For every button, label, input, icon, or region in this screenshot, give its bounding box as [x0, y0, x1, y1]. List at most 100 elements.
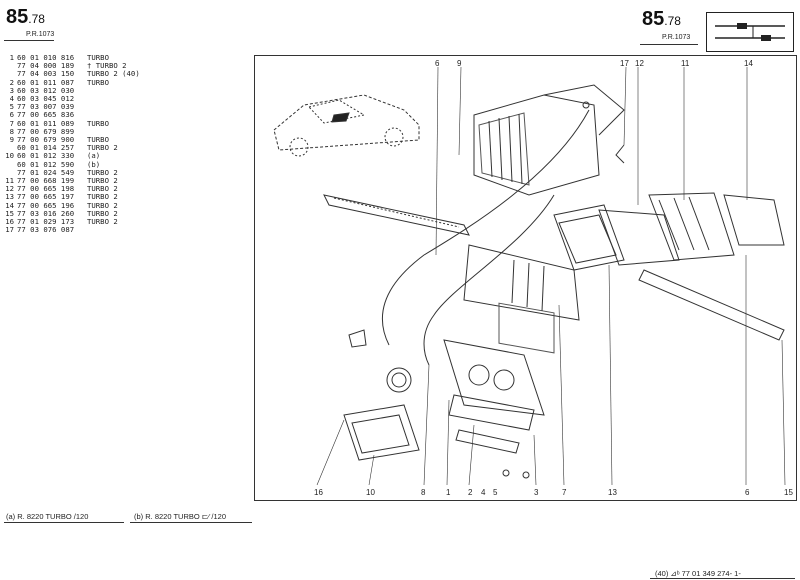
footnote-b-rule — [130, 522, 252, 523]
vent-grille-11 — [648, 192, 735, 261]
page-number-right: 85.78 — [642, 8, 681, 30]
part-note: TURBO 2 — [87, 184, 118, 194]
part-index: 6 — [9, 110, 14, 120]
footer-reference: (40) ⊿ᵇ 77 01 349 274- 1- — [655, 569, 741, 578]
box-10 — [343, 404, 420, 461]
callout-top-9: 9 — [457, 59, 462, 68]
vent-frame-12 — [598, 209, 680, 266]
part-index: 1 — [9, 53, 14, 62]
control-panel — [443, 339, 545, 454]
part-note: (b) — [87, 159, 101, 169]
screw-4 — [502, 469, 510, 477]
part-row: 60 01 014 257 TURBO 2 — [4, 144, 140, 152]
cable-8 — [423, 194, 555, 366]
part-code: 77 00 665 197 — [17, 192, 75, 202]
part-note: TURBO 2 (40) — [87, 69, 140, 79]
part-index: 15 — [5, 208, 14, 218]
part-code: 60 01 014 257 — [17, 143, 75, 153]
vent-rail-left — [323, 194, 470, 236]
part-note: TURBO 2 — [87, 208, 118, 218]
part-note: TURBO 2 — [87, 200, 118, 210]
part-code: 77 03 007 039 — [17, 102, 75, 112]
part-index: 17 — [5, 225, 14, 235]
part-code: 77 00 679 899 — [17, 126, 75, 136]
part-code: 60 03 012 030 — [17, 85, 75, 95]
callout-bottom-8: 8 — [421, 488, 426, 497]
part-code: 77 04 003 150 — [17, 69, 75, 79]
part-index: 16 — [5, 217, 14, 227]
part-row: 77 01 024 549 TURBO 2 — [4, 167, 140, 177]
part-code: 77 03 016 260 — [17, 208, 75, 218]
part-code: 77 01 029 173 — [17, 217, 75, 227]
part-index: 13 — [5, 192, 14, 202]
page-number-left: 85.78 — [6, 6, 45, 28]
part-index: 11 — [5, 176, 14, 186]
part-index: 5 — [9, 102, 14, 112]
callout-top-14: 14 — [744, 59, 753, 68]
vent-frame-14 — [723, 194, 785, 246]
cable-9 — [381, 109, 590, 346]
bracket-left — [348, 329, 367, 348]
part-index — [4, 161, 14, 169]
part-code: 77 01 024 549 — [17, 167, 75, 177]
footnote-a-rule — [4, 522, 124, 523]
part-index: 14 — [5, 200, 14, 210]
exploded-diagram — [273, 66, 786, 486]
part-index: 7 — [9, 118, 14, 128]
part-code: 60 01 011 089 — [17, 118, 75, 128]
callout-bottom-1: 1 — [446, 488, 451, 497]
part-note: TURBO — [87, 118, 109, 128]
part-code: 77 00 665 836 — [17, 110, 75, 120]
callout-bottom-4: 4 — [481, 488, 486, 497]
callout-bottom-10: 10 — [366, 488, 375, 497]
part-note: (a) — [87, 151, 101, 161]
pr-code-right: P.R.1073 — [662, 34, 691, 41]
callout-bottom-16: 16 — [314, 488, 323, 497]
footer-rule — [650, 578, 795, 579]
part-code: 60 01 011 087 — [17, 77, 75, 87]
part-note: TURBO 2 — [87, 192, 118, 202]
part-note: TURBO 2 — [87, 167, 118, 177]
part-index: 9 — [9, 135, 14, 145]
part-note: TURBO 2 — [87, 176, 118, 186]
pr-code-left: P.R.1073 — [26, 31, 55, 38]
vent-frame-13 — [553, 204, 625, 271]
part-note: TURBO 2 — [87, 217, 118, 227]
clip-17 — [615, 144, 625, 164]
screw-3 — [522, 471, 530, 479]
section-symbol-box — [706, 12, 794, 52]
footnote-a: (a) R. 8220 TURBO /120 — [6, 512, 89, 521]
callout-bottom-13: 13 — [608, 488, 617, 497]
part-index — [4, 62, 14, 70]
header-rule-right — [640, 44, 698, 45]
part-code: 77 04 000 189 — [17, 61, 75, 71]
car-silhouette-icon — [273, 94, 420, 157]
knob-16 — [386, 367, 412, 393]
vent-rail-right — [638, 269, 785, 341]
part-note: TURBO 2 — [87, 143, 118, 153]
diagram-frame — [254, 55, 797, 501]
part-code: 60 03 045 012 — [17, 94, 75, 104]
heater-unit — [473, 84, 625, 196]
part-code: 77 00 665 198 — [17, 184, 75, 194]
callout-top-11: 11 — [681, 59, 690, 68]
part-note: TURBO — [87, 77, 109, 87]
callout-top-12: 12 — [635, 59, 644, 68]
part-index: 8 — [9, 126, 14, 136]
part-note: † TURBO 2 — [87, 61, 127, 71]
callout-bottom-7: 7 — [562, 488, 567, 497]
